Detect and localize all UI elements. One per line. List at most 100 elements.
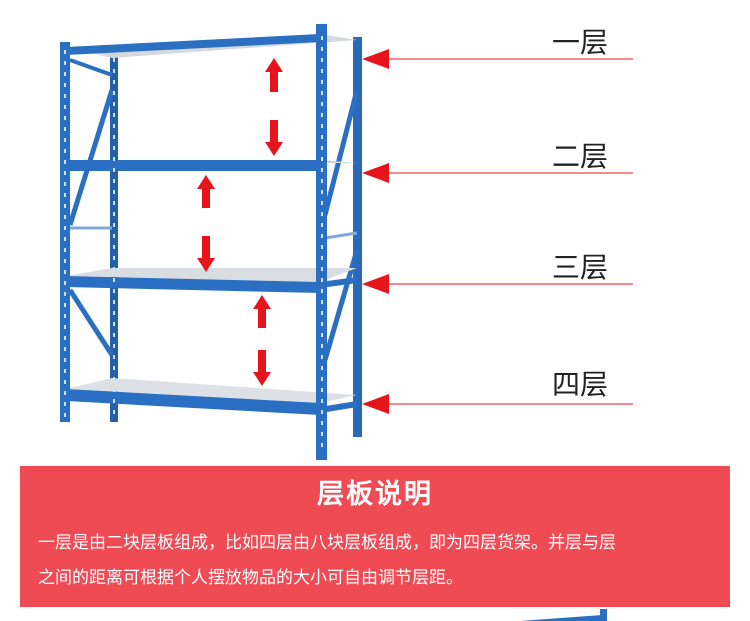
post-hole: [113, 201, 115, 205]
post-hole: [64, 171, 66, 175]
shelf-beam: [66, 160, 322, 171]
post-hole: [321, 399, 323, 403]
rack-brace: [322, 249, 360, 361]
panel-title: 层板说明: [317, 479, 433, 510]
post-hole: [113, 311, 115, 315]
post-hole: [321, 377, 323, 381]
post-hole: [321, 179, 323, 183]
post-hole: [321, 267, 323, 271]
post-hole: [113, 157, 115, 161]
post-hole: [113, 333, 115, 337]
callout-arrow-icon: [362, 49, 389, 69]
post-hole: [64, 50, 66, 54]
post-hole: [64, 325, 66, 329]
post-hole: [321, 344, 323, 348]
post-hole: [321, 102, 323, 106]
post-hole: [64, 237, 66, 241]
shelf-beam: [66, 276, 320, 293]
post-hole: [321, 157, 323, 161]
post-hole: [113, 69, 115, 73]
post-hole: [64, 138, 66, 142]
post-hole: [321, 311, 323, 315]
post-hole: [321, 69, 323, 73]
rack-brace: [67, 288, 115, 357]
post-hole: [321, 410, 323, 414]
shelf-description-panel: 层板说明 一层是由二块层板组成，比如四层由八块层板组成，即为四层货架。并层与层 …: [20, 466, 730, 607]
callout-arrow-icon: [362, 163, 389, 183]
arrow-up-icon: [265, 58, 283, 92]
layer-label-4: 四层: [552, 368, 609, 401]
rack-brace: [322, 89, 360, 216]
post-hole: [321, 388, 323, 392]
post-hole: [113, 278, 115, 282]
post-hole: [321, 190, 323, 194]
post-hole: [64, 259, 66, 263]
post-hole: [321, 201, 323, 205]
post-hole: [113, 80, 115, 84]
post-hole: [64, 281, 66, 285]
panel-text-line: 之间的距离可根据个人摆放物品的大小可自由调节层距。: [38, 568, 463, 588]
post-hole: [64, 402, 66, 406]
post-holes: [64, 36, 323, 447]
post-hole: [113, 223, 115, 227]
post-hole: [64, 83, 66, 87]
post-hole: [64, 358, 66, 362]
rack-front-right-post: [316, 24, 327, 460]
post-hole: [113, 135, 115, 139]
layer-callouts: [362, 49, 633, 414]
post-hole: [64, 413, 66, 417]
rack-brace: [67, 89, 115, 226]
post-hole: [113, 179, 115, 183]
shelf-beam: [520, 615, 602, 621]
post-hole: [64, 160, 66, 164]
post-hole: [113, 212, 115, 216]
arrow-up-icon: [197, 175, 215, 208]
post-hole: [64, 303, 66, 307]
layer-label-2: 二层: [552, 140, 609, 173]
post-hole: [321, 36, 323, 40]
post-hole: [321, 113, 323, 117]
shelf-board: [66, 268, 357, 282]
rack-brace: [324, 231, 358, 240]
post-hole: [64, 380, 66, 384]
post-hole: [321, 366, 323, 370]
post-hole: [113, 366, 115, 370]
post-hole: [64, 270, 66, 274]
post-hole: [64, 314, 66, 318]
rack-brace: [69, 58, 113, 77]
post-hole: [321, 421, 323, 425]
post-hole: [321, 432, 323, 436]
post-hole: [113, 58, 115, 62]
post-hole: [113, 245, 115, 249]
post-hole: [321, 443, 323, 447]
post-hole: [321, 289, 323, 293]
post-hole: [321, 80, 323, 84]
post-hole: [321, 256, 323, 260]
post-hole: [113, 102, 115, 106]
post-hole: [64, 292, 66, 296]
post-hole: [64, 193, 66, 197]
post-hole: [64, 105, 66, 109]
post-hole: [321, 333, 323, 337]
callout-arrow-icon: [362, 394, 389, 414]
panel-body: 一层是由二块层板组成，比如四层由八块层板组成，即为四层货架。并层与层 之间的距离…: [38, 526, 724, 596]
arrow-down-icon: [265, 120, 283, 156]
post-hole: [321, 245, 323, 249]
post-hole: [321, 168, 323, 172]
post-hole: [64, 182, 66, 186]
post-hole: [321, 146, 323, 150]
post-hole: [113, 399, 115, 403]
post-hole: [321, 300, 323, 304]
layer-label-1: 一层: [552, 26, 609, 59]
post-hole: [64, 61, 66, 65]
post-hole: [321, 322, 323, 326]
post-hole: [113, 267, 115, 271]
shelf-beam: [66, 34, 320, 55]
callout-arrow-icon: [362, 274, 389, 294]
post-hole: [113, 91, 115, 95]
post-hole: [321, 124, 323, 128]
post-hole: [64, 116, 66, 120]
post-hole: [113, 234, 115, 238]
post-hole: [113, 146, 115, 150]
post-hole: [113, 388, 115, 392]
